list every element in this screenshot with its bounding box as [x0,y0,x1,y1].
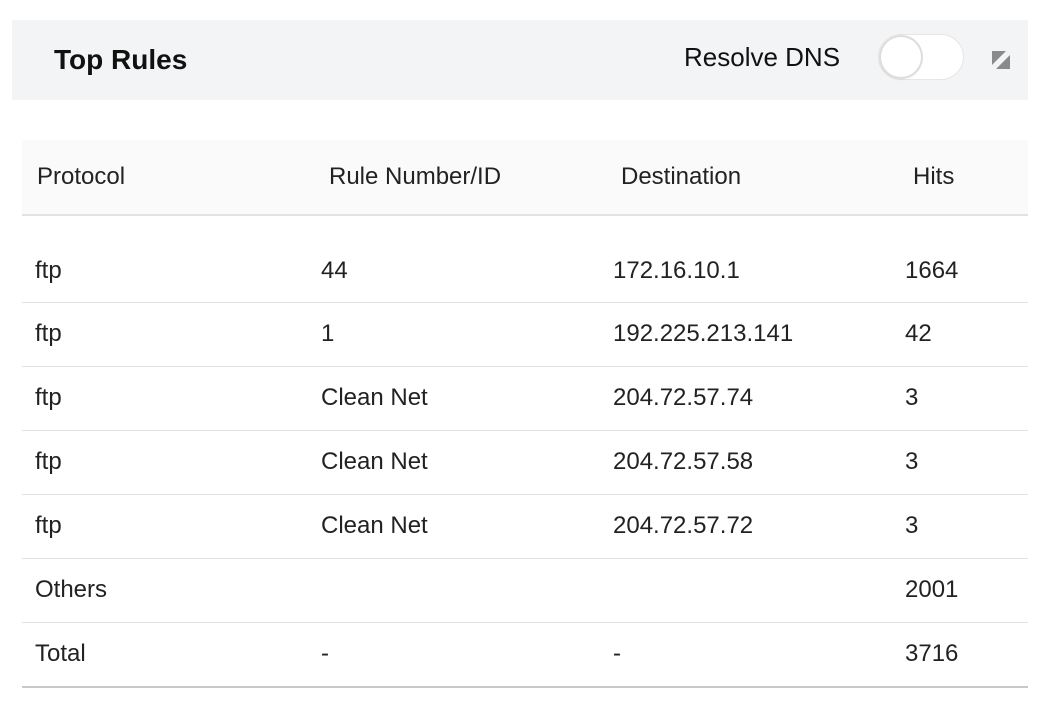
cell-hits: 1664 [905,215,1028,303]
expand-icon[interactable] [992,51,1010,69]
resolve-dns-toggle[interactable] [878,34,964,80]
cell-rule: - [321,622,613,688]
cell-destination: 192.225.213.141 [613,302,905,367]
top-rules-table: Protocol Rule Number/ID Destination Hits… [22,140,1028,688]
cell-rule: Clean Net [321,430,613,495]
widget-title: Top Rules [54,44,188,75]
cell-protocol: ftp [22,366,321,431]
resolve-dns-label: Resolve DNS [684,42,841,72]
cell-destination: 204.72.57.72 [613,494,905,559]
cell-destination: 204.72.57.58 [613,430,905,495]
toggle-knob [881,37,921,77]
cell-rule: Clean Net [321,366,613,431]
cell-destination: 172.16.10.1 [613,215,905,303]
cell-destination [613,558,905,623]
cell-destination: - [613,622,905,688]
cell-hits: 2001 [905,558,1028,623]
cell-protocol: Total [22,622,321,688]
table-header-row: Protocol Rule Number/ID Destination Hits [22,140,1028,216]
column-header-rule[interactable]: Rule Number/ID [321,140,613,216]
table-row: Total--3716 [22,622,1028,688]
cell-rule: 1 [321,302,613,367]
cell-protocol: ftp [22,430,321,495]
column-header-hits[interactable]: Hits [905,140,1028,216]
cell-hits: 3 [905,430,1028,495]
table-row: Others 2001 [22,558,1028,623]
cell-rule [321,558,613,623]
cell-hits: 3 [905,366,1028,431]
cell-destination: 204.72.57.74 [613,366,905,431]
column-header-destination[interactable]: Destination [613,140,905,216]
cell-hits: 3 [905,494,1028,559]
cell-protocol: ftp [22,302,321,367]
column-header-protocol[interactable]: Protocol [22,140,321,216]
cell-rule: Clean Net [321,494,613,559]
cell-protocol: Others [22,558,321,623]
cell-hits: 3716 [905,622,1028,688]
cell-protocol: ftp [22,215,321,303]
cell-protocol: ftp [22,494,321,559]
widget-header: Top Rules Resolve DNS [12,20,1028,100]
cell-hits: 42 [905,302,1028,367]
cell-rule: 44 [321,215,613,303]
